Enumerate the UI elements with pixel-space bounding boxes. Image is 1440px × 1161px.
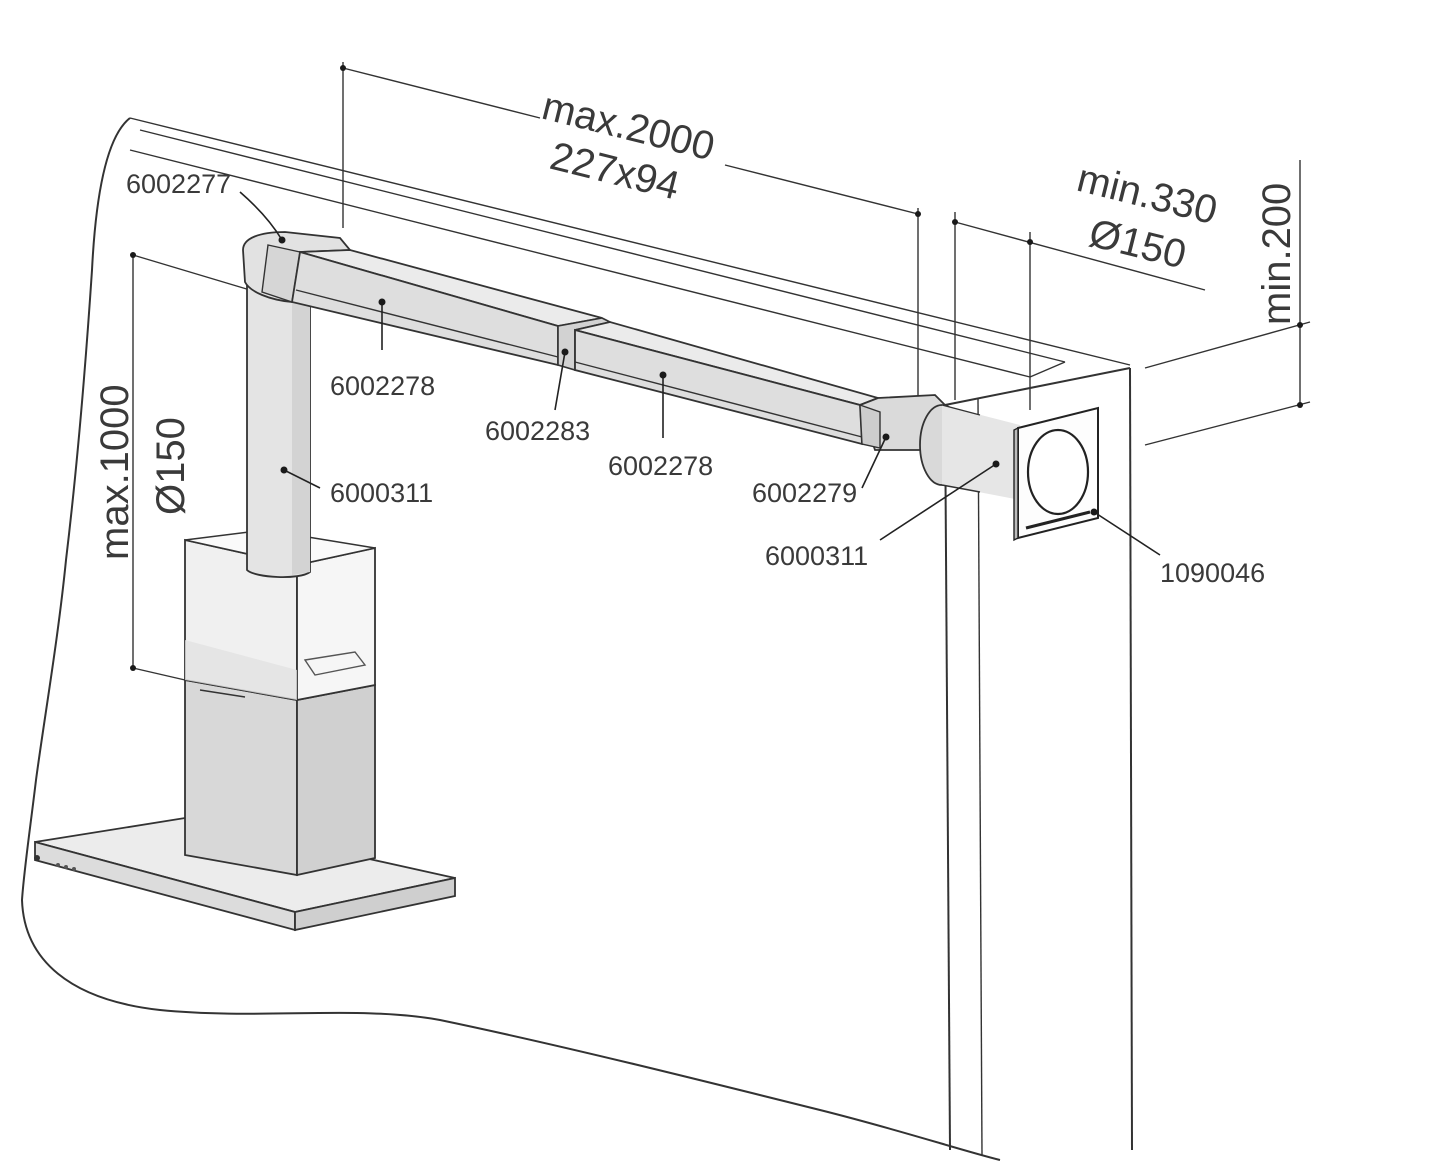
hood-body-side xyxy=(296,683,376,877)
leader-dot xyxy=(1090,508,1098,516)
leader-dot xyxy=(280,466,288,474)
dim-tick xyxy=(340,65,346,71)
room-outline xyxy=(20,117,1001,1161)
wall-box-base xyxy=(1025,510,1091,530)
dim-tick xyxy=(915,211,921,217)
dim-ext-min200-2 xyxy=(1144,401,1311,446)
dim-max1000-label: max.1000 xyxy=(93,384,137,560)
dim-tick xyxy=(130,252,136,258)
leader-dot xyxy=(278,236,286,244)
wall-top-front xyxy=(944,367,1131,406)
ceiling-inner-front xyxy=(1029,361,1066,378)
part-label-flat-duct-2: 6002278 xyxy=(608,451,713,481)
part-label-round-pipe-vertical: 6000311 xyxy=(330,478,433,508)
hood-control-dot xyxy=(72,867,76,871)
flat-duct-1-line xyxy=(295,289,559,358)
adapter-face xyxy=(859,403,881,449)
leader-dot xyxy=(378,298,386,306)
hood-control-dot xyxy=(64,865,68,869)
dim-chimney-diameter-label: Ø150 xyxy=(149,417,193,515)
wall-right-edge xyxy=(1129,367,1133,1151)
hood-control-dot xyxy=(34,855,40,861)
wall-front-edge xyxy=(944,404,951,1151)
leader-6000311-vertical xyxy=(283,469,321,489)
dim-tick xyxy=(1027,239,1033,245)
hood-glass-panel xyxy=(303,651,367,676)
dim-line-max2000 xyxy=(342,67,919,215)
leader-6000311-wall xyxy=(879,463,997,541)
ceiling-line-3 xyxy=(129,149,1031,378)
leader-1090046 xyxy=(1093,511,1161,556)
dim-ext-min200-1 xyxy=(1144,321,1311,369)
dim-tick xyxy=(952,219,958,225)
wall-pipe-outline xyxy=(941,404,981,493)
leader-dot xyxy=(659,371,667,379)
leader-dot xyxy=(882,433,890,441)
hood-body-ridge xyxy=(199,689,246,698)
part-label-round-pipe-wall: 6000311 xyxy=(765,541,868,571)
hood-body-front xyxy=(184,678,298,877)
wall-box-opening xyxy=(1026,428,1090,516)
ceiling-line-2 xyxy=(139,129,1066,363)
dim-min200-label: min.200 xyxy=(1255,183,1299,325)
hood-glass-shade xyxy=(185,640,297,700)
dim-tick xyxy=(130,665,136,671)
wall-pipe xyxy=(942,405,1020,500)
leader-6002277 xyxy=(239,191,283,241)
leader-6002279 xyxy=(861,436,887,489)
vertical-pipe-shade xyxy=(292,300,310,575)
part-label-duct-connector: 6002283 xyxy=(485,416,590,446)
dim-tick xyxy=(1297,322,1303,328)
part-label-adapter: 6002279 xyxy=(752,478,857,508)
dim-line-min330 xyxy=(954,221,1206,291)
leader-6002283 xyxy=(554,351,566,411)
part-label-flat-duct-1: 6002278 xyxy=(330,371,435,401)
dim-tick xyxy=(1297,402,1303,408)
wall-box-side xyxy=(1013,426,1019,542)
leader-dot xyxy=(992,460,1000,468)
flat-duct-2-line xyxy=(574,361,863,438)
dim-ext-max1000-top xyxy=(132,254,251,291)
part-label-wall-box: 1090046 xyxy=(1160,558,1265,588)
hood-control-dot xyxy=(56,863,60,867)
hood-canopy-side xyxy=(294,876,456,932)
part-label-corner-bend: 6002277 xyxy=(126,169,231,199)
ceiling-line-1 xyxy=(129,117,1131,366)
leader-dot xyxy=(561,348,569,356)
wall-inner-line xyxy=(977,397,983,1156)
